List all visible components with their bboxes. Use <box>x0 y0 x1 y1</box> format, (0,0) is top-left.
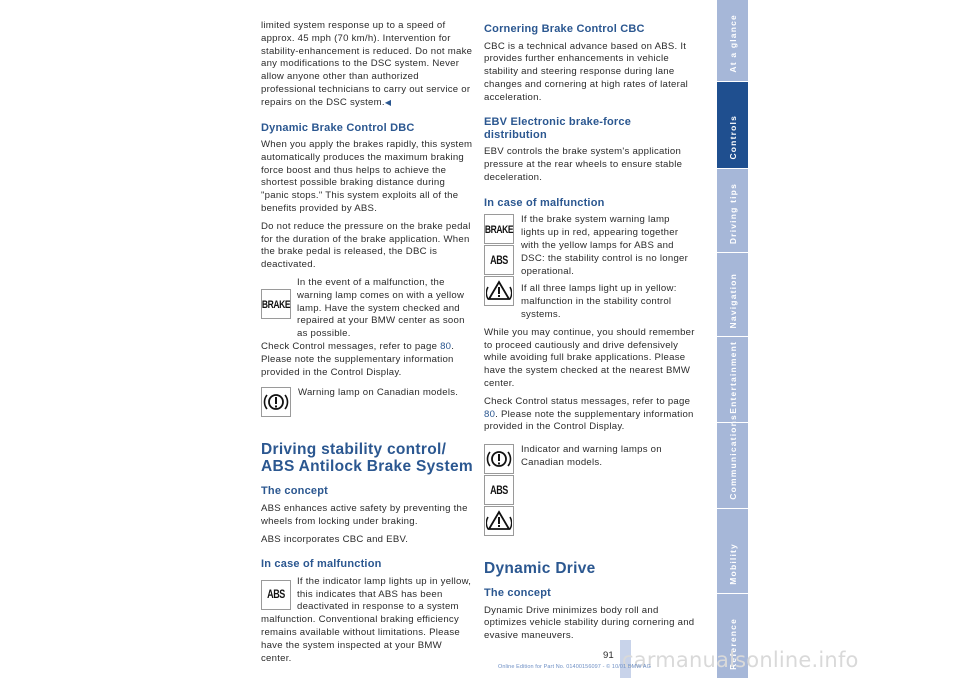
abs-malfunction-block: ABS If the indicator lamp lights up in y… <box>261 576 473 666</box>
cbc-heading: Cornering Brake Control CBC <box>484 23 645 35</box>
dsc-warning-triangle-icon <box>484 506 514 537</box>
concept-paragraph-1: ABS enhances active safety by preventing… <box>261 502 468 527</box>
dsc-malfunction-heading: In case of malfunction <box>484 196 605 209</box>
left-column: limited system response up to a speed of… <box>261 20 473 670</box>
abs-section-heading: Driving stability control/ ABS Antilock … <box>261 441 473 476</box>
ebv-heading: EBV Electronic brake-force distribution <box>484 116 632 141</box>
dbc-check-control: Check Control messages, refer to page 80… <box>261 341 455 378</box>
dynamic-drive-heading: Dynamic Drive <box>484 560 596 578</box>
check-control-paragraph: Check Control status messages, refer to … <box>484 395 694 433</box>
end-marker: ◀ <box>384 97 392 107</box>
dd-concept-heading: The concept <box>484 587 551 600</box>
canadian-indicator-block: ABS Indicator and warning lamps on Canad… <box>484 444 696 540</box>
brake-lamp-icon: BRAKE <box>484 214 514 245</box>
warning-lamp-icon <box>484 444 514 475</box>
chapter-sidebar: At a glance Controls Driving tips Naviga… <box>717 0 748 678</box>
warning-lamp-icon <box>261 387 291 418</box>
tab-communications[interactable]: Communications <box>717 414 748 509</box>
brake-lamp-icon: BRAKE <box>261 289 291 320</box>
dsc-malfunction-text-1: If the brake system warning lamp lights … <box>521 214 689 277</box>
page-number-bar <box>620 640 631 678</box>
tab-controls[interactable]: Controls <box>717 82 748 169</box>
dbc-malfunction-text: In the event of a malfunction, the warni… <box>297 277 465 340</box>
site-watermark: carmanualsonline.info <box>622 648 859 672</box>
tab-mobility[interactable]: Mobility <box>717 509 748 594</box>
abs-lamp-icon: ABS <box>484 245 514 276</box>
dsc-warning-triangle-icon <box>484 276 514 307</box>
tab-at-a-glance[interactable]: At a glance <box>717 0 748 82</box>
continue-paragraph: While you may continue, you should remem… <box>484 326 695 389</box>
canadian-indicator-text: Indicator and warning lamps on Canadian … <box>521 444 662 468</box>
right-column: Cornering Brake Control CBC CBC is a tec… <box>484 20 696 648</box>
abs-malfunction-text: If the indicator lamp lights up in yello… <box>261 575 472 664</box>
dbc-paragraph-2: Do not reduce the pressure on the brake … <box>261 220 471 271</box>
dbc-paragraph-1: When you apply the brakes rapidly, this … <box>261 139 473 215</box>
tab-entertainment[interactable]: Entertainment <box>717 337 748 423</box>
tab-driving-tips[interactable]: Driving tips <box>717 169 748 253</box>
dsc-malfunction-block: BRAKE ABS If the brake system warning la… <box>484 214 696 321</box>
page-link-80[interactable]: 80 <box>440 341 452 353</box>
cbc-paragraph: CBC is a technical advance based on ABS.… <box>484 40 689 103</box>
page-number: 91 <box>603 650 614 661</box>
abs-malfunction-heading: In case of malfunction <box>261 558 382 571</box>
dd-concept-paragraph: Dynamic Drive minimizes body roll and op… <box>484 604 695 642</box>
canadian-lamp-block: Warning lamp on Canadian models. <box>261 387 473 423</box>
dbc-heading: Dynamic Brake Control DBC <box>261 121 415 134</box>
intro-paragraph: limited system response up to a speed of… <box>261 20 473 108</box>
footer-watermark: Online Edition for Part No. 01400156097 … <box>498 664 652 670</box>
tab-navigation[interactable]: Navigation <box>717 253 748 337</box>
page-link-80[interactable]: 80 <box>484 408 496 420</box>
abs-lamp-icon: ABS <box>261 579 291 610</box>
dsc-malfunction-text-2: If all three lamps light up in yellow: m… <box>521 283 677 320</box>
concept-paragraph-2: ABS incorporates CBC and EBV. <box>261 533 409 545</box>
concept-heading: The concept <box>261 485 328 498</box>
abs-lamp-icon: ABS <box>484 475 514 506</box>
dbc-malfunction-block: BRAKE In the event of a malfunction, the… <box>261 277 473 379</box>
canadian-lamp-text: Warning lamp on Canadian models. <box>298 387 459 399</box>
ebv-paragraph: EBV controls the brake system's applicat… <box>484 146 683 184</box>
